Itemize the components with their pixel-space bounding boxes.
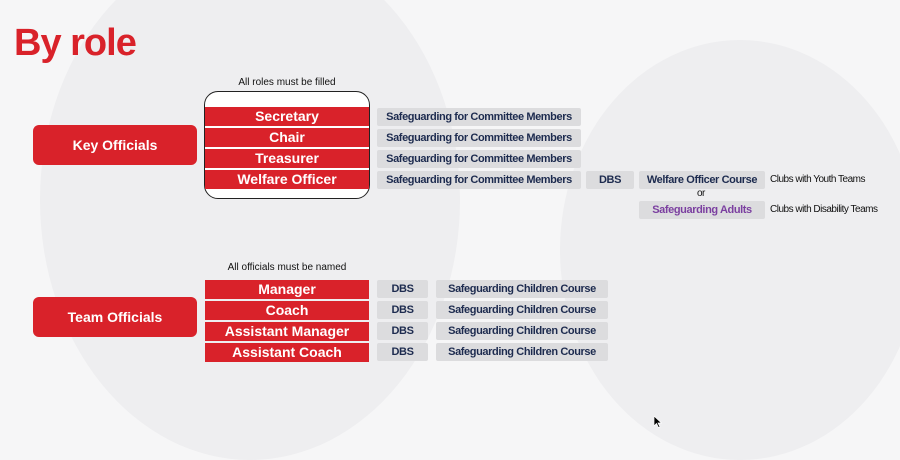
safeguarding-adults-chip: Safeguarding Adults: [639, 201, 765, 219]
or-label: or: [697, 188, 705, 199]
dbs-chip: DBS: [586, 171, 634, 189]
role-coach: Coach: [205, 301, 369, 320]
course-chip: Safeguarding for Committee Members: [377, 129, 581, 147]
dbs-chip: DBS: [377, 280, 428, 298]
role-secretary: Secretary: [205, 107, 369, 126]
team-officials-note: All officials must be named: [227, 262, 347, 273]
welfare-officer-course-chip: Welfare Officer Course: [639, 171, 765, 189]
role-chair: Chair: [205, 128, 369, 147]
team-officials-label: Team Officials: [33, 297, 197, 337]
key-officials-label: Key Officials: [33, 125, 197, 165]
role-treasurer: Treasurer: [205, 149, 369, 168]
background-shape: [40, 0, 460, 460]
disability-teams-note: Clubs with Disability Teams: [770, 204, 878, 215]
course-chip: Safeguarding for Committee Members: [377, 171, 581, 189]
role-assistant-manager: Assistant Manager: [205, 322, 369, 341]
role-assistant-coach: Assistant Coach: [205, 343, 369, 362]
page-title: By role: [14, 22, 137, 64]
key-officials-note: All roles must be filled: [238, 77, 336, 88]
course-chip: Safeguarding Children Course: [436, 322, 608, 340]
background-shape: [560, 40, 900, 460]
course-chip: Safeguarding Children Course: [436, 343, 608, 361]
mouse-cursor-icon: [654, 416, 662, 428]
course-chip: Safeguarding Children Course: [436, 301, 608, 319]
course-chip: Safeguarding for Committee Members: [377, 108, 581, 126]
role-manager: Manager: [205, 280, 369, 299]
dbs-chip: DBS: [377, 343, 428, 361]
youth-teams-note: Clubs with Youth Teams: [770, 174, 866, 185]
course-chip: Safeguarding Children Course: [436, 280, 608, 298]
role-welfare-officer: Welfare Officer: [205, 170, 369, 189]
dbs-chip: DBS: [377, 301, 428, 319]
dbs-chip: DBS: [377, 322, 428, 340]
course-chip: Safeguarding for Committee Members: [377, 150, 581, 168]
